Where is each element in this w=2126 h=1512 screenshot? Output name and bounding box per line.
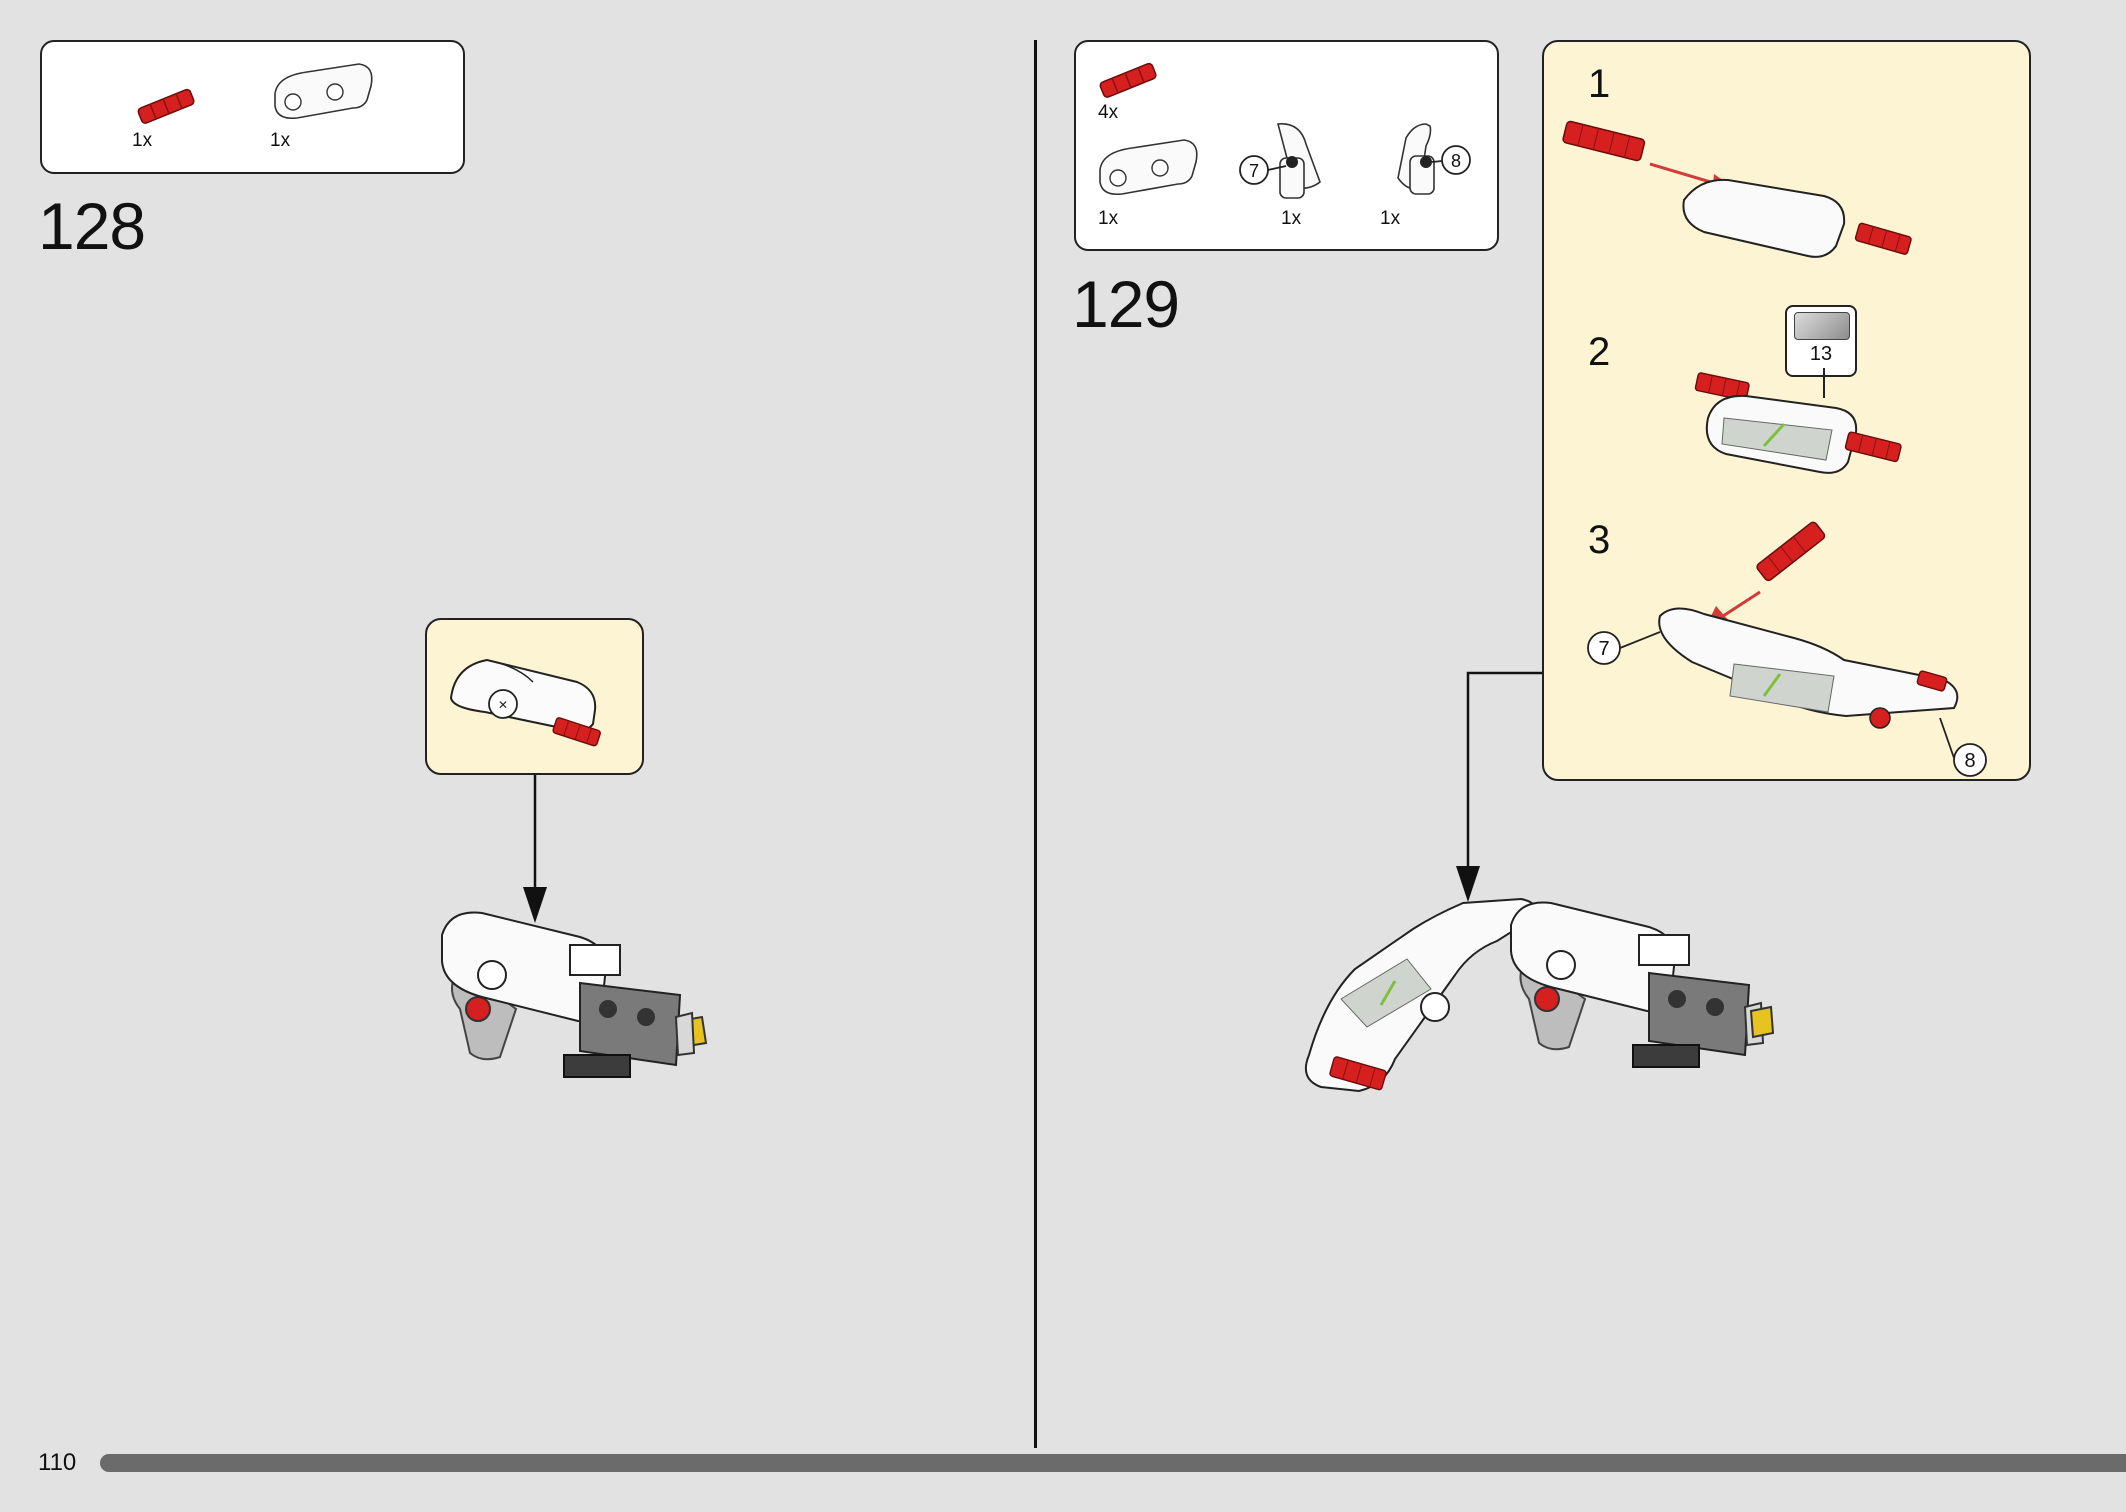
part-qty: 1x — [132, 130, 153, 151]
part-qty: 1x — [270, 130, 291, 151]
callout-number: 7 — [1248, 161, 1259, 181]
white-curved-panel-icon — [274, 63, 373, 120]
step-number: 129 — [1072, 267, 1180, 341]
substep-number: 3 — [1588, 518, 1611, 562]
substep-number: 1 — [1588, 62, 1611, 106]
callout-number: 7 — [1598, 638, 1610, 660]
part-qty: 1x — [1281, 208, 1302, 229]
white-curved-panel-icon — [1099, 139, 1198, 196]
part-qty: 1x — [1098, 208, 1119, 229]
page-divider — [1034, 40, 1037, 1448]
white-panel-7-icon — [1239, 123, 1321, 199]
callout-number: 8 — [1450, 151, 1461, 171]
step-number: 128 — [38, 189, 146, 263]
parts-list-step-128: 1x 1x — [40, 40, 465, 174]
assembly-arrow — [523, 775, 547, 923]
sticker-number: 13 — [1809, 343, 1833, 365]
sticker-icon: 13 — [1785, 305, 1857, 377]
model-assembly-129 — [1305, 897, 1775, 1093]
substep-number: 2 — [1588, 330, 1611, 374]
progress-bar — [100, 1454, 2126, 1472]
sticker-preview-icon — [1794, 312, 1850, 340]
substep-3-illustration — [1587, 521, 1987, 777]
red-axle-pin-icon — [137, 88, 195, 124]
parts-list-step-129: 4x 1x 7 1x 8 1x — [1074, 40, 1499, 251]
substep-2-illustration — [1694, 368, 1902, 474]
subassembly-callout-128: ✕ — [425, 618, 644, 775]
white-panel-8-icon — [1397, 123, 1471, 195]
model-assembly-128 — [441, 911, 708, 1078]
part-qty: 1x — [1380, 208, 1401, 229]
part-qty: 4x — [1098, 102, 1119, 123]
callout-number: 8 — [1964, 750, 1976, 772]
page-number: 110 — [38, 1449, 77, 1476]
assembly-arrow — [1456, 671, 1542, 902]
red-axle-pin-icon — [1099, 62, 1157, 98]
white-panel-with-pin-icon: ✕ — [449, 658, 601, 747]
svg-text:✕: ✕ — [498, 698, 508, 712]
substep-1-illustration — [1562, 120, 1912, 258]
subassembly-callout-129: 1 2 13 — [1542, 40, 2031, 781]
